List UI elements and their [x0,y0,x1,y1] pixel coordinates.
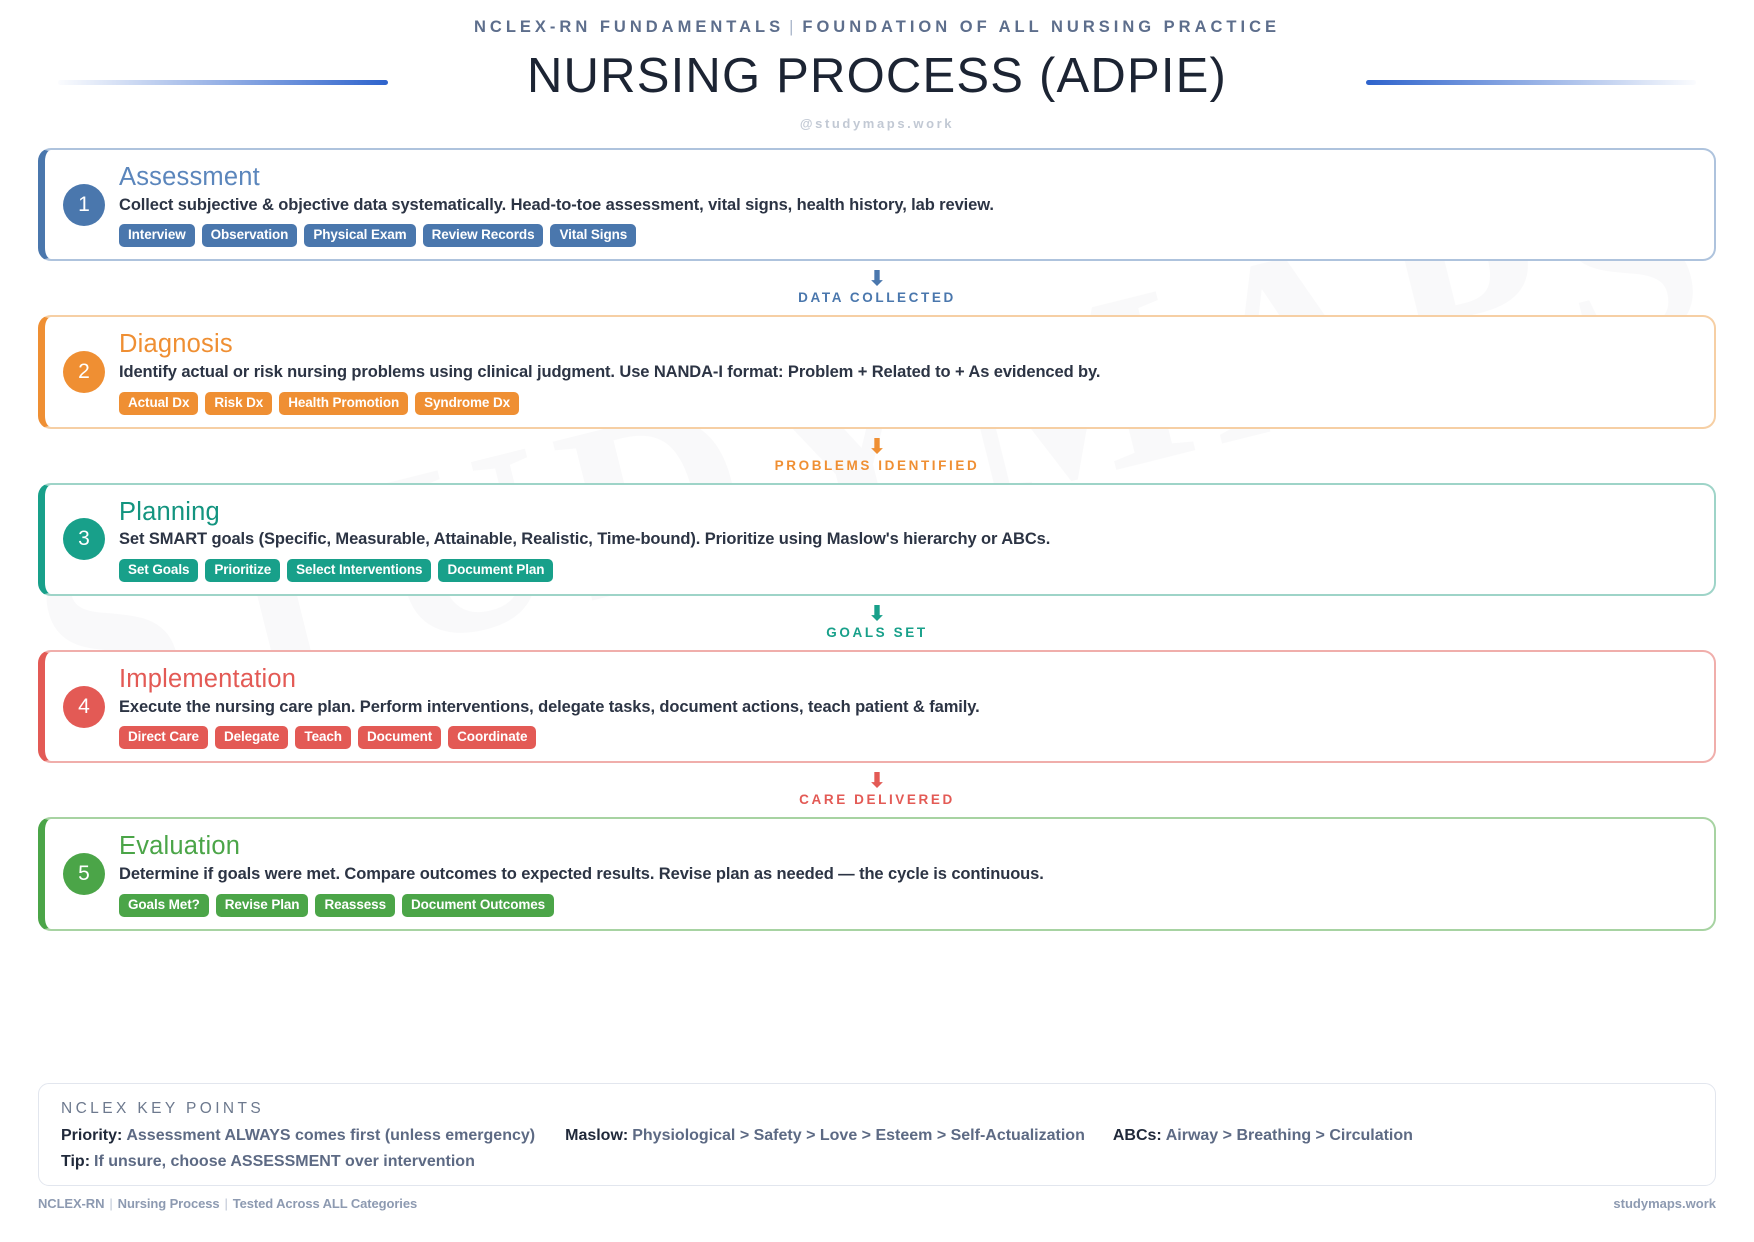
step-description: Execute the nursing care plan. Perform i… [119,697,980,716]
step-connector: ⬇CARE DELIVERED [0,763,1754,817]
arrow-down-icon: ⬇ [868,770,886,793]
key-point-maslow-value: Physiological > Safety > Love > Esteem >… [632,1127,1085,1144]
step-connector: ⬇DATA COLLECTED [0,261,1754,315]
kicker-left-text: NCLEX-RN FUNDAMENTALS [474,18,785,36]
key-point-tip-label: Tip: [61,1153,91,1170]
connector-label: GOALS SET [826,625,928,641]
step-number-badge: 1 [63,183,105,226]
step-connector: ⬇PROBLEMS IDENTIFIED [0,429,1754,483]
step-tag[interactable]: Risk Dx [205,391,273,415]
header-rule-right [1366,80,1696,85]
arrow-down-icon: ⬇ [868,603,886,626]
footer-left-text: NCLEX-RN | Nursing Process | Tested Across A… [38,1196,417,1211]
kicker-right-text: FOUNDATION OF ALL NURSING PRACTICE [802,18,1280,36]
step-title: Diagnosis [119,330,233,359]
step-number-badge: 2 [63,351,105,394]
arrow-down-icon: ⬇ [868,268,886,291]
step-description: Set SMART goals (Specific, Measurable, A… [119,530,1051,549]
step-tag[interactable]: Revise Plan [215,893,309,917]
footer-note: Tested Across ALL Categories [232,1196,418,1211]
key-points-row-2: Tip:If unsure, choose ASSESSMENT over in… [61,1153,1693,1171]
page-header: NCLEX-RN FUNDAMENTALS|FOUNDATION OF ALL … [0,0,1754,131]
key-point-tip: Tip:If unsure, choose ASSESSMENT over in… [61,1153,475,1171]
step-title: Assessment [119,163,260,191]
page-title: NURSING PROCESS (ADPIE) [526,49,1228,103]
key-points-row-1: Priority:Assessment ALWAYS comes first (… [61,1127,1693,1145]
key-point-priority: Priority:Assessment ALWAYS comes first (… [61,1127,535,1145]
step-tag[interactable]: Physical Exam [304,224,416,248]
step-connector: ⬇GOALS SET [0,596,1754,650]
key-point-maslow-label: Maslow: [565,1127,629,1144]
step-tag[interactable]: Goals Met? [119,893,209,917]
step-title: Planning [119,497,220,526]
footer-separator-1: | [109,1196,113,1211]
step-tag[interactable]: Direct Care [119,726,208,750]
step-title: Implementation [119,665,297,694]
key-point-tip-value: If unsure, choose ASSESSMENT over interv… [94,1153,475,1170]
kicker-divider: | [789,18,798,36]
step-tag[interactable]: Coordinate [448,726,537,750]
step-tag[interactable]: Vital Signs [550,224,637,248]
arrow-down-icon: ⬇ [868,435,886,458]
step-tag[interactable]: Actual Dx [119,391,199,415]
header-kicker: NCLEX-RN FUNDAMENTALS|FOUNDATION OF ALL … [0,18,1754,37]
key-point-maslow: Maslow:Physiological > Safety > Love > E… [565,1127,1085,1145]
step-tag[interactable]: Delegate [214,726,289,750]
step-tag[interactable]: Select Interventions [287,558,432,583]
key-point-abcs-label: ABCs: [1112,1127,1162,1144]
step-number-badge: 4 [63,685,105,728]
key-point-abcs-value: Airway > Breathing > Circulation [1165,1127,1413,1144]
header-rule-left [58,80,388,85]
footer-brand: studymaps.work [1613,1196,1716,1211]
title-row: NURSING PROCESS (ADPIE) [0,46,1754,106]
key-points-heading: NCLEX KEY POINTS [61,1100,265,1117]
step-tag[interactable]: Teach [295,726,351,750]
connector-label: PROBLEMS IDENTIFIED [774,457,980,473]
step-tag[interactable]: Review Records [422,224,544,248]
step-title: Evaluation [119,832,241,861]
connector-label: DATA COLLECTED [798,290,956,306]
step-tag[interactable]: Document [357,726,442,750]
step-tag[interactable]: Syndrome Dx [415,391,520,415]
footer-topic: Nursing Process [117,1196,220,1211]
step-description: Identify actual or risk nursing problems… [119,362,1101,381]
page-footer: NCLEX-RN | Nursing Process | Tested Across A… [38,1196,1716,1211]
step-tag[interactable]: Document Plan [438,558,554,583]
step-number-badge: 3 [63,518,105,561]
footer-exam-name: NCLEX-RN [38,1196,105,1211]
step-tag[interactable]: Health Promotion [279,391,409,415]
connector-label: CARE DELIVERED [799,792,955,808]
key-point-priority-label: Priority: [61,1127,123,1144]
nclex-key-points-box: NCLEX KEY POINTS Priority:Assessment ALW… [38,1083,1716,1186]
step-tag[interactable]: Interview [119,224,195,248]
step-tag[interactable]: Document Outcomes [401,893,555,917]
key-point-priority-value: Assessment ALWAYS comes first (unless em… [126,1127,536,1144]
step-tag[interactable]: Prioritize [205,558,281,583]
step-number-badge: 5 [63,853,105,896]
step-tag[interactable]: Reassess [315,893,395,917]
step-tag[interactable]: Observation [201,224,298,248]
footer-separator-2: | [224,1196,228,1211]
handle-text: @studymaps.work [799,116,955,131]
step-description: Determine if goals were met. Compare out… [119,864,1044,883]
key-point-abcs: ABCs:Airway > Breathing > Circulation [1113,1127,1413,1145]
step-description: Collect subjective & objective data syst… [119,195,994,214]
step-tag[interactable]: Set Goals [119,558,199,583]
